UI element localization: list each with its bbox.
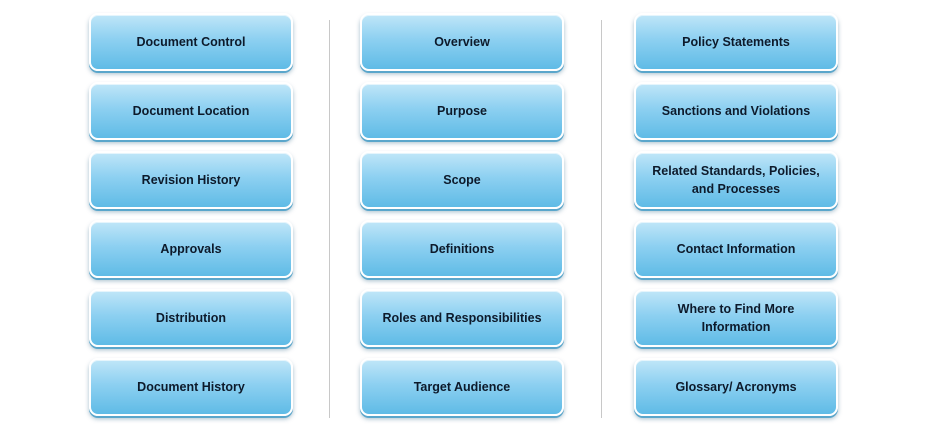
column-document-control: Document Control Document Location Revis… — [89, 13, 293, 427]
column-divider-left — [329, 20, 330, 418]
column-policy-statements: Policy Statements Sanctions and Violatio… — [634, 13, 838, 427]
tile-related-standards: Related Standards, Policies, and Process… — [634, 151, 838, 209]
tile-label: Document Control — [136, 35, 246, 49]
tile-purpose: Purpose — [360, 82, 564, 140]
tile-approvals: Approvals — [89, 220, 293, 278]
tile-label: Document Location — [132, 104, 250, 118]
tile-document-history: Document History — [89, 358, 293, 416]
tile-label: Where to Find More Information — [677, 302, 795, 334]
tile-glossary-acronyms: Glossary/ Acronyms — [634, 358, 838, 416]
tile-overview: Overview — [360, 13, 564, 71]
tile-contact-information: Contact Information — [634, 220, 838, 278]
tile-label: Overview — [434, 35, 490, 49]
tile-distribution: Distribution — [89, 289, 293, 347]
tile-label: Sanctions and Violations — [661, 104, 811, 118]
tile-label: Document History — [137, 380, 245, 394]
tile-revision-history: Revision History — [89, 151, 293, 209]
tile-document-location: Document Location — [89, 82, 293, 140]
tile-document-control: Document Control — [89, 13, 293, 71]
tile-label: Purpose — [436, 104, 487, 118]
tile-label: Scope — [443, 173, 481, 187]
tile-where-to-find-more-information: Where to Find More Information — [634, 289, 838, 347]
tile-label: Revision History — [141, 173, 241, 187]
tile-target-audience: Target Audience — [360, 358, 564, 416]
tile-label: Policy Statements — [682, 35, 790, 49]
tile-label: Definitions — [429, 242, 495, 256]
tile-definitions: Definitions — [360, 220, 564, 278]
tile-sanctions-and-violations: Sanctions and Violations — [634, 82, 838, 140]
tile-label: Distribution — [155, 311, 227, 325]
tile-label: Related Standards, Policies, and Process… — [652, 164, 820, 196]
tile-scope: Scope — [360, 151, 564, 209]
tile-label: Contact Information — [676, 242, 796, 256]
tile-label: Approvals — [160, 242, 222, 256]
tile-policy-statements: Policy Statements — [634, 13, 838, 71]
column-divider-right — [601, 20, 602, 418]
tile-label: Roles and Responsibilities — [382, 311, 542, 325]
tile-roles-and-responsibilities: Roles and Responsibilities — [360, 289, 564, 347]
tile-label: Target Audience — [413, 380, 511, 394]
column-overview: Overview Purpose Scope Definitions Roles… — [360, 13, 564, 427]
tile-label: Glossary/ Acronyms — [675, 380, 797, 394]
